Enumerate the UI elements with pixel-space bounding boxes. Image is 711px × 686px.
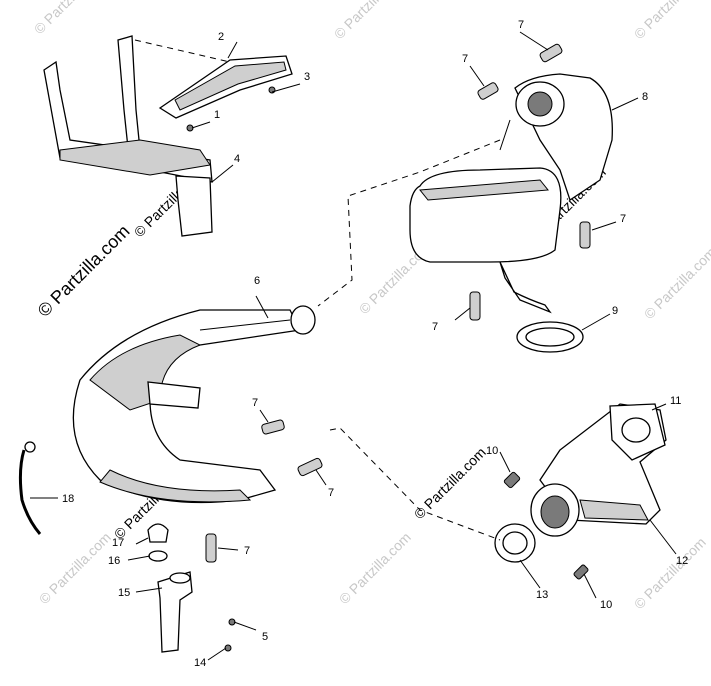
watermark: © Partzilla.com xyxy=(411,444,489,522)
callout-label: 7 xyxy=(620,213,626,225)
muffler-gasket xyxy=(516,321,584,353)
support-bracket-assembly xyxy=(43,35,293,237)
callout-label: 2 xyxy=(218,31,224,43)
callout-label: 7 xyxy=(518,19,524,31)
callout-label: 5 xyxy=(262,631,268,643)
callout-label: 7 xyxy=(432,321,438,333)
callout-label: 15 xyxy=(118,587,130,599)
callout-label: 10 xyxy=(600,599,612,611)
callout-label: 16 xyxy=(108,555,120,567)
assembly-lines xyxy=(317,139,501,541)
watermark: © Partzilla.com xyxy=(331,0,409,42)
callout-label: 3 xyxy=(304,71,310,83)
callout-label: 11 xyxy=(670,395,681,407)
callout-label: 7 xyxy=(244,545,250,557)
bolts xyxy=(503,471,589,580)
watermark: © Partzilla.com xyxy=(641,244,711,322)
small-springs xyxy=(205,43,591,563)
callout-label: 8 xyxy=(642,91,648,103)
callout-label: 9 xyxy=(612,305,618,317)
callout-label: 7 xyxy=(462,53,468,65)
callout-label: 6 xyxy=(254,275,260,287)
callout-labels: 1 2 3 4 5 6 7 7 7 7 7 7 7 8 9 10 10 11 1… xyxy=(62,19,688,669)
callout-label: 18 xyxy=(62,493,74,505)
callout-label: 4 xyxy=(234,153,240,165)
lower-mount-bracket xyxy=(147,523,236,653)
exhaust-spring xyxy=(18,441,42,535)
callout-label: 14 xyxy=(194,657,206,669)
exhaust-manifold xyxy=(530,403,667,537)
callout-label: 7 xyxy=(252,397,258,409)
leader-lines xyxy=(30,31,677,661)
watermark: © Partzilla.com xyxy=(36,529,114,607)
callout-label: 10 xyxy=(486,445,498,457)
callout-label: 1 xyxy=(214,109,220,121)
muffler xyxy=(409,73,613,314)
watermark-primary: © Partzilla.com xyxy=(34,221,134,321)
watermark: © Partzilla.com xyxy=(631,0,709,42)
watermark: © Partzilla.com xyxy=(31,0,109,37)
watermark: © Partzilla.com xyxy=(336,529,414,607)
callout-label: 12 xyxy=(676,555,688,567)
callout-label: 17 xyxy=(112,537,124,549)
expansion-chamber xyxy=(72,305,316,504)
callout-label: 13 xyxy=(536,589,548,601)
callout-label: 7 xyxy=(328,487,334,499)
seal-ring xyxy=(494,523,536,563)
